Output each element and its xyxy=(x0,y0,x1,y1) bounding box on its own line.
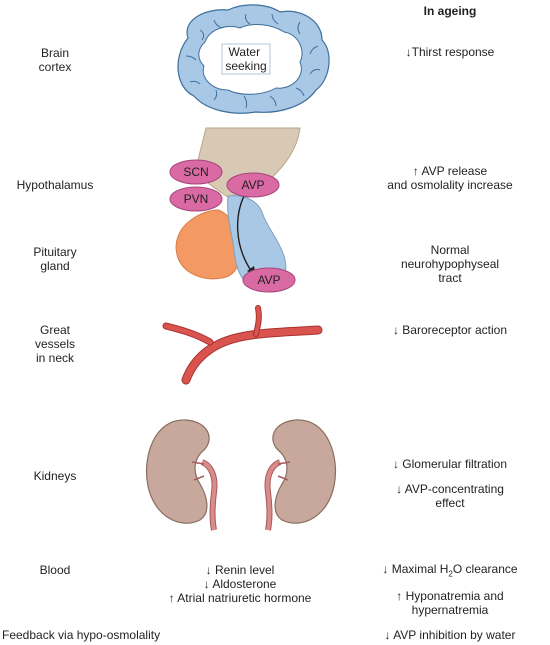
label-great-vessels: Great vessels in neck xyxy=(34,323,75,365)
brain-label: Water seeking xyxy=(225,45,266,73)
svg-text:SCN: SCN xyxy=(183,165,208,179)
effect-glomerular: ↓ Glomerular filtration xyxy=(392,457,508,471)
label-blood: Blood xyxy=(39,563,71,577)
label-brain-cortex: Brain cortex xyxy=(38,46,72,74)
effect-avp-concentrating: ↓ AVP-concentrating effect xyxy=(396,482,504,510)
effect-hyponatremia: ↑ Hyponatremia and hypernatremia xyxy=(396,589,504,617)
label-kidneys: Kidneys xyxy=(33,469,77,483)
svg-text:AVP: AVP xyxy=(241,178,264,192)
effect-avp-inhibition: ↓ AVP inhibition by water xyxy=(384,628,516,642)
h2o-subscript: 2 xyxy=(448,569,453,579)
label-feedback: Feedback via hypo-osmolality xyxy=(2,628,161,642)
effect-h2o-clearance: ↓ Maximal H2O clearance xyxy=(350,562,550,581)
effect-neurohypophyseal: Normal neurohypophyseal tract xyxy=(400,243,500,285)
label-pituitary-gland: Pituitary gland xyxy=(33,245,77,273)
h2o-suffix: O clearance xyxy=(452,562,518,576)
left-kidney-icon xyxy=(145,419,218,531)
blood-anh: ↑ Atrial natriuretic hormone xyxy=(168,591,312,605)
ageing-header: In ageing xyxy=(423,4,477,18)
label-hypothalamus: Hypothalamus xyxy=(16,178,94,192)
svg-text:PVN: PVN xyxy=(184,192,209,206)
blood-aldosterone: ↓ Aldosterone xyxy=(203,577,277,591)
effect-thirst: ↓Thirst response xyxy=(405,45,495,59)
effect-baroreceptor: ↓ Baroreceptor action xyxy=(392,323,508,337)
great-vessels-icon xyxy=(162,305,323,385)
right-kidney-icon xyxy=(264,419,337,531)
blood-renin: ↓ Renin level xyxy=(205,563,275,577)
avp-tract-arrow xyxy=(237,191,253,273)
brain-icon: Water seeking xyxy=(177,4,330,114)
effect-avp-release: ↑ AVP release and osmolality increase xyxy=(387,164,513,192)
svg-text:AVP: AVP xyxy=(257,273,280,287)
pvn-oval: PVN xyxy=(169,186,223,212)
scn-oval: SCN xyxy=(169,159,223,185)
avp-top-oval: AVP xyxy=(226,172,280,198)
h2o-prefix: ↓ Maximal H xyxy=(382,562,449,576)
avp-bottom-oval: AVP xyxy=(242,267,296,293)
